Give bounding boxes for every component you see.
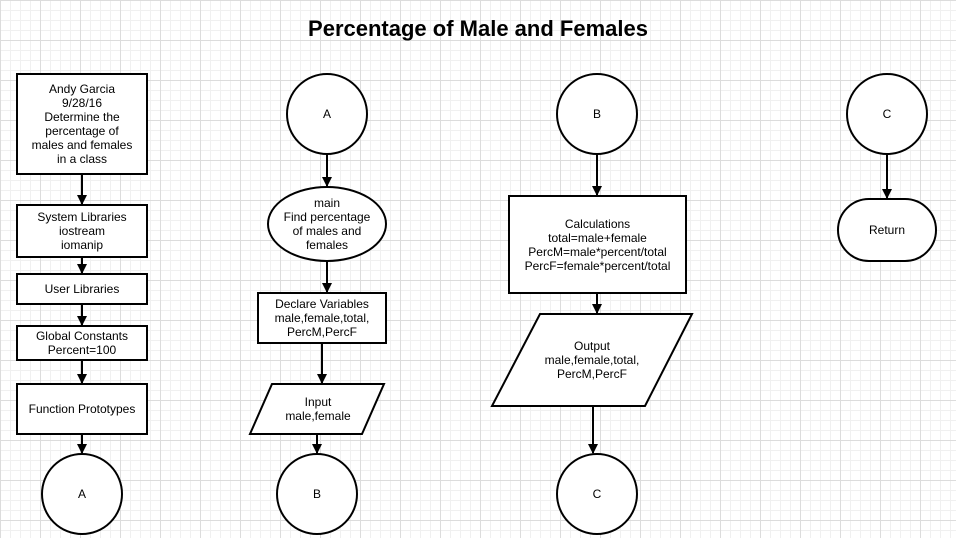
calculations-label: Calculations total=male+female PercM=mal… (524, 216, 671, 273)
connector-a-out-label: A (77, 487, 86, 501)
declare-variables-label: Declare Variables male,female,total, Per… (274, 297, 370, 339)
main-label: main Find percentage of males and female… (283, 196, 371, 252)
header-box[interactable] (16, 73, 148, 175)
system-libraries-label: System Libraries iostream iomanip (37, 210, 127, 252)
return-terminator[interactable] (837, 198, 937, 262)
function-prototypes-label: Function Prototypes (28, 402, 136, 416)
connector-c-in-label: C (882, 107, 892, 121)
connector-c-out-label: C (592, 487, 602, 501)
return-label: Return (868, 223, 906, 237)
page-title: Percentage of Male and Females (308, 16, 648, 41)
input-parallelogram[interactable] (248, 383, 386, 435)
declare-variables-box[interactable] (257, 292, 387, 344)
connector-b-out-circle[interactable] (276, 453, 358, 535)
input-label: Input male,female (285, 395, 351, 423)
output-label: Output male,female,total, PercM,PercF (544, 339, 640, 381)
user-libraries-label: User Libraries (44, 282, 120, 296)
output-parallelogram[interactable] (490, 313, 694, 407)
calculations-box[interactable] (508, 195, 687, 294)
connector-b-out-label: B (312, 487, 321, 501)
global-constants-label: Global Constants Percent=100 (35, 329, 129, 357)
header-label: Andy Garcia 9/28/16 Determine the percen… (31, 82, 133, 166)
connector-b-in-label: B (592, 107, 601, 121)
user-libraries-box[interactable] (16, 273, 148, 305)
connector-a-out-circle[interactable] (41, 453, 123, 535)
connector-c-out-circle[interactable] (556, 453, 638, 535)
connector-a-in-label: A (322, 107, 331, 121)
system-libraries-box[interactable] (16, 204, 148, 258)
